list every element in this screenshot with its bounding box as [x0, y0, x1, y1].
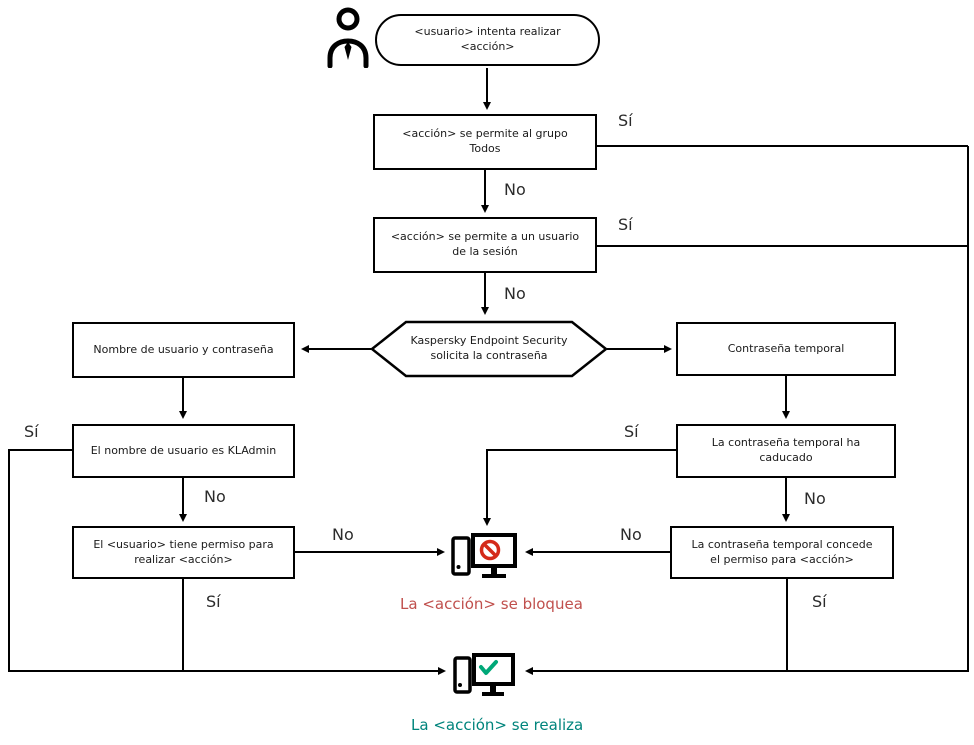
- node-user-permission-check-label: El <usuario> tiene permiso para realizar…: [93, 537, 274, 566]
- edge-label-temp-expired-yes: Sí: [624, 422, 639, 441]
- person-icon: [327, 7, 369, 68]
- node-kladmin-check: El nombre de usuario es KLAdmin: [72, 424, 295, 478]
- computer-blocked-icon: [451, 533, 517, 578]
- node-allow-session-label: <acción> se permite a un usuario de la s…: [390, 230, 580, 258]
- node-username-password: Nombre de usuario y contraseña: [72, 322, 295, 378]
- edge-label-temp-grants-no: No: [620, 525, 642, 544]
- computer-success-icon: [453, 653, 515, 696]
- node-temp-password-expired: La contraseña temporal ha caducado: [676, 424, 896, 478]
- node-temp-password-label: Contraseña temporal: [727, 341, 845, 355]
- edge-label-temp-grants-yes: Sí: [812, 592, 827, 611]
- checkmark-icon: [479, 660, 498, 675]
- node-temp-password-expired-label: La contraseña temporal ha caducado: [711, 436, 861, 464]
- node-allow-session: <acción> se permite a un usuario de la s…: [373, 217, 597, 273]
- edge-label-allow-session-yes: Sí: [618, 215, 633, 234]
- edge-label-kladmin-no: No: [204, 487, 226, 506]
- node-password-prompt: Kaspersky Endpoint Security solicita la …: [370, 320, 608, 378]
- edge-label-kladmin-yes: Sí: [24, 422, 39, 441]
- node-password-prompt-label: Kaspersky Endpoint Security solicita la …: [410, 334, 568, 362]
- edge-label-temp-expired-no: No: [804, 489, 826, 508]
- node-username-password-label: Nombre de usuario y contraseña: [93, 342, 274, 356]
- node-allow-group: <acción> se permite al grupo Todos: [373, 114, 597, 170]
- blocked-result-label: La <acción> se bloquea: [400, 595, 583, 613]
- success-result-label: La <acción> se realiza: [411, 716, 584, 734]
- prohibition-icon: [479, 539, 501, 561]
- node-temp-password-grants-label: La contraseña temporal concede el permis…: [691, 537, 873, 566]
- node-user-permission-check: El <usuario> tiene permiso para realizar…: [72, 526, 295, 579]
- edge-label-user-permission-no: No: [332, 525, 354, 544]
- edge-label-allow-group-no: No: [504, 180, 526, 199]
- hexagon-shape: [370, 320, 608, 378]
- edge-label-allow-group-yes: Sí: [618, 111, 633, 130]
- edge-label-user-permission-yes: Sí: [206, 592, 221, 611]
- node-temp-password-grants: La contraseña temporal concede el permis…: [670, 526, 894, 579]
- edge-label-allow-session-no: No: [504, 284, 526, 303]
- node-kladmin-check-label: El nombre de usuario es KLAdmin: [90, 443, 277, 457]
- node-start-label: <usuario> intenta realizar <acción>: [414, 25, 561, 53]
- node-temp-password: Contraseña temporal: [676, 322, 896, 376]
- node-allow-group-label: <acción> se permite al grupo Todos: [402, 127, 568, 155]
- node-start: <usuario> intenta realizar <acción>: [375, 14, 600, 66]
